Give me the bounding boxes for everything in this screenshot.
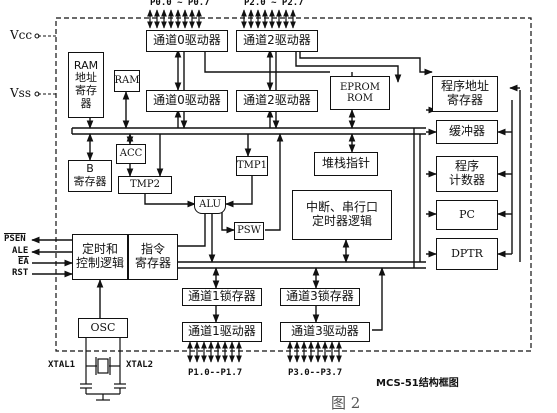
acc-register: ACC xyxy=(116,144,146,164)
port0-latch: 通道0驱动器 xyxy=(146,90,228,112)
tmp1-register: TMP1 xyxy=(236,156,268,176)
port2-latch: 通道2驱动器 xyxy=(236,90,318,112)
tmp2-register: TMP2 xyxy=(118,176,172,194)
port0-pin-label: P0.0 ~ P0.7 xyxy=(150,0,210,8)
ale-pin-label: ALE xyxy=(12,246,29,256)
port1-pin-label: P1.0--P1.7 xyxy=(188,368,243,378)
rst-pin-label: RST xyxy=(12,268,29,278)
port0-driver: 通道0驱动器 xyxy=(146,30,228,52)
instruction-register: 指令 寄存器 xyxy=(128,234,178,280)
ram-block: RAM xyxy=(114,70,140,92)
port1-pins xyxy=(187,341,242,363)
chip-boundary xyxy=(55,17,532,352)
ram-address-register: RAM 地址 寄存 器 xyxy=(68,52,104,118)
port1-latch: 通道1锁存器 xyxy=(182,288,262,306)
internal-bus xyxy=(71,127,426,269)
ea-pin-label: EA xyxy=(18,257,29,267)
port3-pins xyxy=(287,341,342,363)
eprom-rom: EPROM ROM xyxy=(330,76,390,110)
port2-driver: 通道2驱动器 xyxy=(236,30,318,52)
port1-driver: 通道1驱动器 xyxy=(182,322,262,342)
psw-register: PSW xyxy=(234,222,264,240)
program-counter-incrementer: 程序 计数器 xyxy=(436,156,498,192)
xtal1-label: XTAL1 xyxy=(48,360,76,370)
alu: ALU xyxy=(194,196,226,214)
port0-pins xyxy=(147,9,202,29)
dptr-register: DPTR xyxy=(436,238,498,270)
oscillator: OSC xyxy=(78,318,128,338)
port3-pin-label: P3.0--P3.7 xyxy=(288,368,343,378)
vss-label: Vss xyxy=(10,86,31,100)
buffer: 缓冲器 xyxy=(436,120,498,144)
crystal-circuit xyxy=(80,338,126,401)
port2-pins xyxy=(241,9,296,29)
interrupt-serial-timer-logic: 中断、串行口 定时器逻辑 xyxy=(292,190,392,240)
timing-control-logic: 定时和 控制逻辑 xyxy=(72,234,128,280)
xtal2-label: XTAL2 xyxy=(126,360,154,370)
pc-register: PC xyxy=(436,200,498,230)
program-address-register: 程序地址 寄存器 xyxy=(432,76,498,112)
diagram-caption: MCS-51结构框图 xyxy=(376,378,459,389)
b-register: B 寄存器 xyxy=(68,160,112,192)
vcc-label: Vcc xyxy=(10,28,33,42)
port2-pin-label: P2.0 ~ P2.7 xyxy=(244,0,304,8)
figure-label: 图 2 xyxy=(331,394,361,412)
stack-pointer: 堆栈指针 xyxy=(314,152,378,176)
psen-pin-label: PSEN xyxy=(4,234,26,244)
port3-latch: 通道3锁存器 xyxy=(280,288,360,306)
port3-driver: 通道3驱动器 xyxy=(280,322,370,342)
